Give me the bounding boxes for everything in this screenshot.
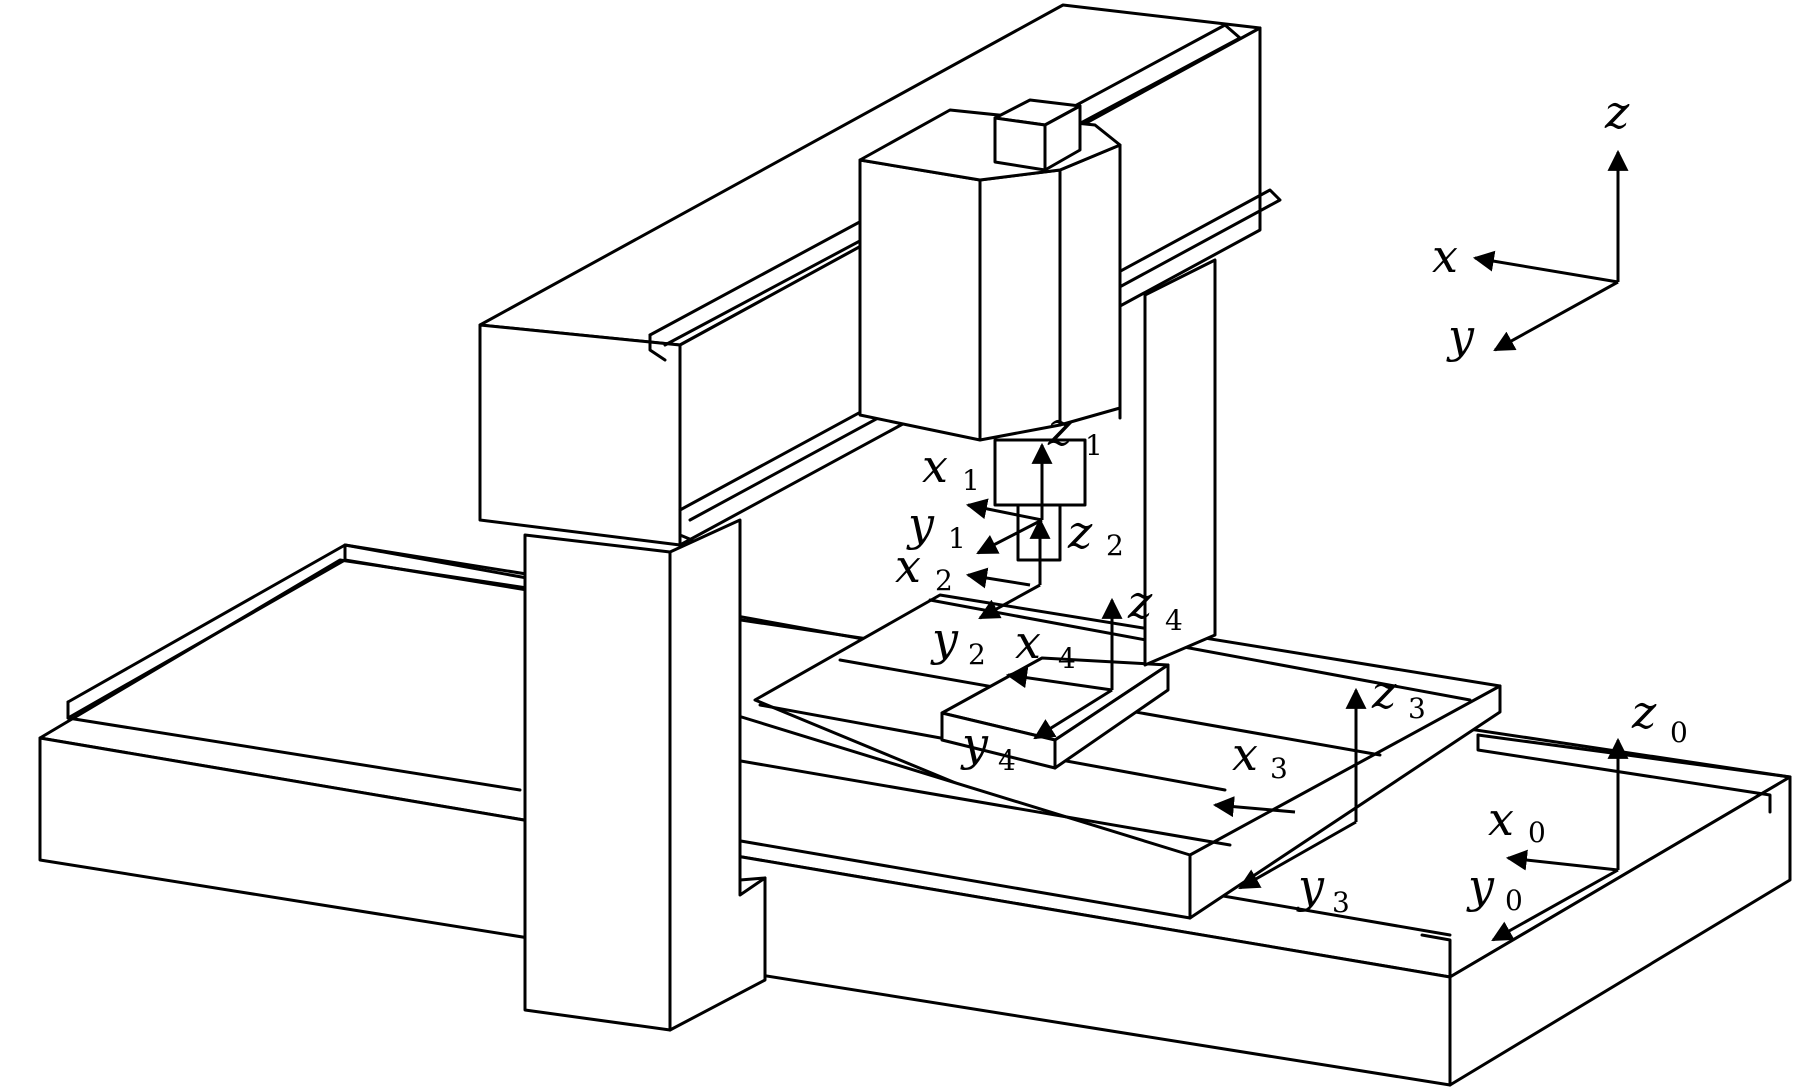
frame3-x-label: x [1232, 727, 1258, 781]
spindle-housing-mid [978, 168, 1062, 442]
beam-rail-upper-lip [648, 333, 667, 362]
reference-frame: z x y [1432, 85, 1630, 363]
frame3-y-label: y [1296, 859, 1325, 913]
frame4-x-label: x [1015, 615, 1041, 669]
frame1-y-label: y [906, 497, 935, 551]
frame1-x-label: x [922, 439, 948, 493]
frame3-x-sub: 3 [1270, 752, 1288, 785]
tslot-4 [733, 758, 1232, 847]
frame3-z-sub: 3 [1408, 692, 1426, 725]
workpiece-right [1053, 663, 1170, 770]
bed-right-step [1420, 933, 1452, 979]
frame2-y-sub: 2 [968, 638, 986, 671]
frame0-z-label: z [1631, 685, 1657, 739]
frame3-y-axis [1238, 820, 1357, 890]
tslot-3 [928, 598, 1472, 702]
frame4-y-label: y [960, 717, 989, 771]
frame2-x-label: x [895, 539, 921, 593]
frame4-z-label: z [1127, 575, 1153, 629]
frame3-z-label: z [1371, 665, 1397, 719]
frame0-x-axis [1505, 849, 1619, 872]
frame4-y-axis [1033, 688, 1113, 740]
bed-front-rail [66, 700, 522, 792]
ref-z-label: z [1604, 85, 1630, 139]
bed-right-rail [1476, 733, 1792, 779]
ref-x-label: x [1432, 229, 1458, 283]
frame0-x-sub: 0 [1528, 816, 1546, 849]
frame1-z-sub: 1 [1085, 429, 1103, 462]
frame2-z-sub: 2 [1106, 529, 1124, 562]
frame2-z-label: z [1067, 505, 1093, 559]
ref-y-label: y [1446, 309, 1475, 363]
frame1-x-sub: 1 [962, 464, 980, 497]
frame2-y-label: y [930, 612, 959, 666]
bed-right-face [1448, 775, 1792, 1087]
frame-4: z 4 x 4 y 4 [960, 575, 1183, 777]
frame-1: z 1 x 1 y 1 [906, 402, 1103, 555]
frame4-z-sub: 4 [1165, 604, 1183, 637]
frame3-x-axis [1212, 796, 1296, 818]
bed-right-rail-edge [1476, 733, 1772, 814]
ref-y-axis [1493, 280, 1619, 352]
worktable [733, 593, 1502, 920]
frame2-y-axis [978, 583, 1041, 620]
motor-box-side [1043, 104, 1082, 172]
frame0-x-label: x [1488, 792, 1514, 846]
frame4-y-sub: 4 [998, 744, 1016, 777]
worktable-right-face [1188, 684, 1502, 920]
frame2-x-sub: 2 [935, 564, 953, 597]
frame0-z-sub: 0 [1670, 716, 1688, 749]
motor-box-front [993, 116, 1047, 172]
frame-3: z 3 x 3 y 3 [1212, 665, 1426, 919]
ref-x-axis [1472, 250, 1619, 284]
frame1-z-label: z [1047, 402, 1073, 456]
beam-rail-lower-lip [678, 518, 694, 542]
frame4-x-axis [1005, 667, 1113, 692]
crossbeam-front [478, 323, 682, 547]
front-column [523, 533, 672, 1032]
frame1-y-sub: 1 [948, 522, 966, 555]
frame1-x-axis [965, 498, 1043, 522]
spindle-head [858, 98, 1122, 562]
frame4-x-sub: 4 [1058, 642, 1076, 675]
spindle-housing-front [858, 158, 982, 442]
frame-0: z 0 x 0 y 0 [1466, 685, 1688, 942]
bed-front-rail-right [1198, 890, 1452, 937]
frame0-y-label: y [1466, 859, 1495, 913]
front-column-notch [738, 876, 767, 897]
frame3-y-sub: 3 [1332, 886, 1350, 919]
frame-2: z 2 x 2 y 2 [895, 505, 1124, 671]
frame0-y-axis [1491, 868, 1619, 942]
frame0-y-sub: 0 [1505, 884, 1523, 917]
frame2-x-axis [965, 567, 1031, 589]
spindle-quill [993, 438, 1087, 507]
spindle-housing-side [1058, 143, 1122, 427]
back-column [1143, 258, 1217, 667]
bed-left-rail-inner [66, 558, 347, 720]
